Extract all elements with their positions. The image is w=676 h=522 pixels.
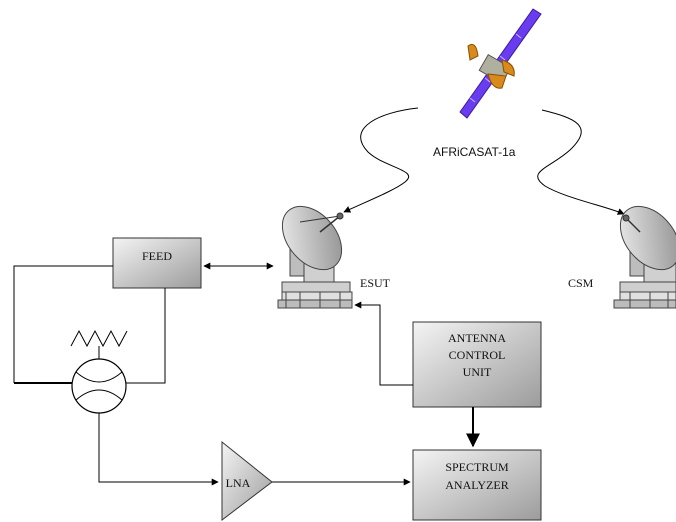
downlink-to-esut: [343, 107, 419, 213]
spectrum-analyzer-block: [412, 449, 542, 521]
acu-to-esut-wire: [354, 301, 413, 386]
satellite-label: AFRiCASAT-1a: [433, 145, 516, 159]
esut-dish-icon: [277, 205, 353, 309]
downlink-to-csm: [537, 109, 625, 215]
esut-label: ESUT: [360, 276, 391, 290]
analyzer-label-line1: SPECTRUM: [445, 460, 509, 474]
circulator-to-lna-wire: [98, 413, 219, 486]
acu-label-line1: ANTENNA: [448, 331, 506, 345]
csm-label: CSM: [568, 276, 594, 290]
lna-label: LNA: [226, 476, 251, 490]
circulator-symbol: [70, 329, 128, 414]
feed-block: [112, 237, 202, 289]
feed-label: FEED: [142, 249, 172, 263]
antenna-control-unit-block: [412, 321, 542, 408]
csm-dish-icon: [613, 205, 676, 309]
lna-amplifier: [221, 440, 273, 522]
feed-right-wire: [126, 288, 166, 384]
analyzer-label-line2: ANALYZER: [445, 478, 508, 492]
acu-label-line2: CONTROL: [449, 348, 506, 362]
satellite-icon: [459, 8, 542, 119]
feed-left-wire: [13, 265, 113, 383]
acu-label-line3: UNIT: [463, 365, 492, 379]
